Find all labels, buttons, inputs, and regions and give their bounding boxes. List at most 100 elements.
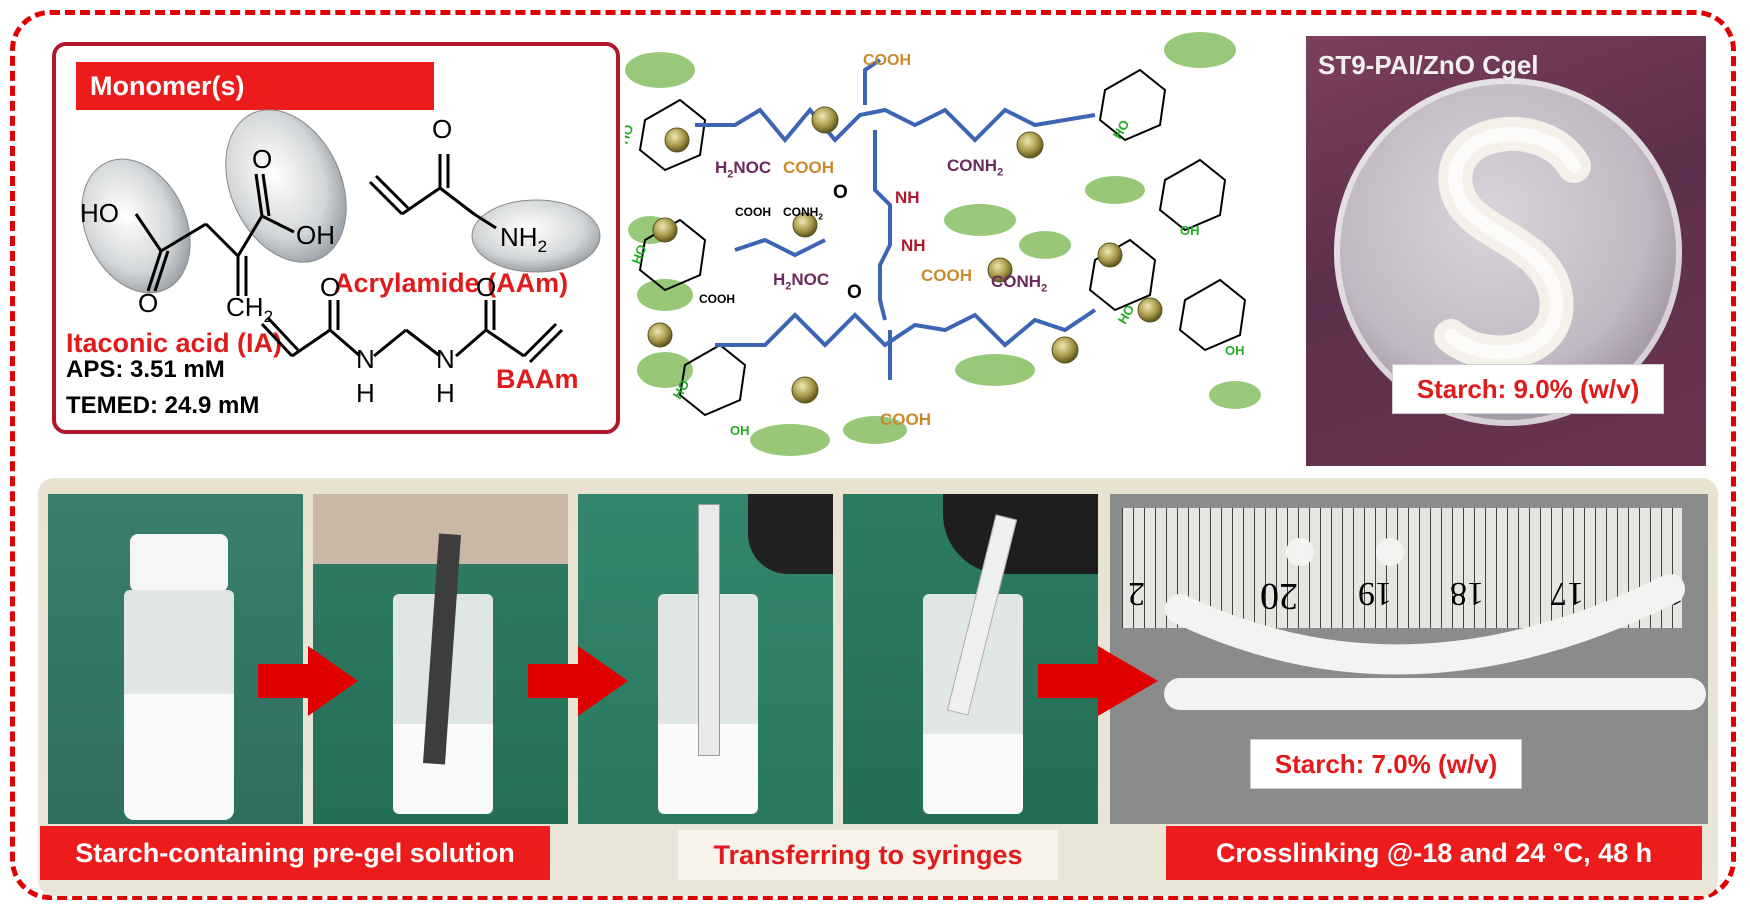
ruler [1122, 508, 1682, 628]
zno-nanoparticle [1051, 336, 1079, 364]
oh-group: OH [1180, 223, 1200, 238]
highlight-ellipse [471, 199, 601, 273]
monomer-box: Monomer(s) HO OH O O CH2 Itaconic acid (… [52, 42, 620, 434]
syringe-photo-1 [313, 494, 568, 824]
starch-blob [1085, 176, 1145, 204]
sample-title: ST9-PAI/ZnO Cgel [1318, 50, 1539, 80]
process-panel: 2 20 19 18 17 16 Starch: 7.0% (w/v) Star… [38, 478, 1718, 896]
zno-nanoparticle [647, 322, 673, 348]
starch-blob [637, 352, 693, 388]
glucose-ring [1098, 68, 1167, 142]
n-label: N [436, 344, 455, 374]
h-label: H [436, 378, 455, 408]
zno-nanoparticle [664, 127, 690, 153]
zno-nanoparticle [1016, 131, 1044, 159]
petri-dish-photo: ST9-PAI/ZnO Cgel Starch: 9.0% (w/v) [1306, 36, 1706, 466]
acrylamide-structure [368, 154, 601, 273]
dashed-frame [10, 10, 1736, 900]
conh2-label: CONH2 [947, 156, 1004, 179]
o-label: O [833, 182, 848, 203]
zno-nanoparticle [1137, 297, 1163, 323]
nh2-label: NH2 [500, 222, 548, 257]
glucose-ring [1178, 278, 1247, 352]
polymer-chain [734, 237, 826, 258]
cooh-label: COOH [783, 158, 834, 177]
starch-blob [750, 424, 830, 456]
o-label: O [320, 272, 341, 302]
o-label: O [847, 282, 862, 303]
highlight-ellipse [225, 109, 347, 263]
glucose-ring [678, 343, 747, 417]
zno-nanoparticle [792, 212, 818, 238]
starch-blob [944, 204, 1016, 236]
network-diagram: HO HO HO OH HO OH HO OH COOH H2NOC COOH … [616, 30, 1280, 470]
starch-7-label: Starch: 7.0% (w/v) [1250, 739, 1522, 789]
conh2-label: CONH2 [783, 205, 823, 222]
n-label: N [356, 344, 375, 374]
syringe-photo-2 [578, 494, 833, 824]
glucose-ring [638, 98, 707, 172]
arrow-icon [1038, 646, 1158, 716]
itaconic-acid-label: Itaconic acid (IA) [66, 328, 283, 358]
pregel-step-label: Starch-containing pre-gel solution [40, 826, 550, 880]
transfer-step-label: Transferring to syringes [678, 830, 1058, 880]
aps-label: APS: 3.51 mM [66, 356, 225, 383]
cooh-label: COOH [880, 410, 931, 429]
highlight-ellipse [81, 158, 191, 294]
itaconic-acid-structure [81, 109, 347, 296]
oh-label: OH [296, 220, 335, 250]
vial-photo [48, 494, 303, 824]
zno-nanoparticle [811, 106, 839, 134]
zno-nanoparticle [1097, 242, 1123, 268]
gel-rods [1164, 538, 1706, 710]
starch-blob [1164, 32, 1236, 68]
conh2-label: CONH2 [991, 272, 1048, 295]
zno-nanoparticle [652, 217, 678, 243]
oh-group: OH [1225, 343, 1245, 358]
o-label: O [432, 114, 453, 144]
starch-9-label: Starch: 9.0% (w/v) [1392, 364, 1664, 414]
polymer-chain [715, 308, 1097, 348]
ruler-photo: 2 20 19 18 17 16 Starch: 7.0% (w/v) [1110, 494, 1708, 824]
arrow-icon [528, 646, 628, 716]
network-drawing: HO HO HO OH HO OH HO OH [616, 32, 1261, 456]
o-label: O [138, 288, 159, 318]
cooh-label: COOH [735, 205, 771, 219]
monomer-header: Monomer(s) [76, 62, 434, 110]
acrylamide-label: Acrylamide (AAm) [334, 268, 569, 298]
zno-nanoparticle [791, 376, 819, 404]
cooh-label: COOH [863, 52, 911, 69]
starch-blob [637, 279, 693, 311]
glucose-ring [638, 218, 707, 292]
oh-group: HO [625, 123, 636, 146]
cooh-label: COOH [699, 292, 735, 306]
oh-group: OH [730, 423, 750, 438]
glucose-ring [1088, 238, 1157, 312]
temed-label: TEMED: 24.9 mM [66, 392, 260, 419]
crosslink-step-label: Crosslinking @-18 and 24 °C, 48 h [1166, 826, 1702, 880]
oh-group: HO [629, 243, 650, 266]
zno-nanoparticle [987, 257, 1013, 283]
ho-label: HO [80, 198, 119, 228]
oh-group: HO [1115, 302, 1138, 326]
o-label: O [476, 272, 497, 302]
baam-label: BAAm [496, 364, 579, 394]
baam-structure [260, 300, 564, 364]
crosslinker [863, 58, 882, 105]
cooh-label: COOH [921, 266, 972, 285]
h-label: H [356, 378, 375, 408]
starch-blob [1019, 231, 1071, 259]
starch-blob [843, 416, 907, 444]
starch-blob [955, 354, 1035, 386]
ch2-label: CH2 [226, 292, 274, 327]
starch-blob [625, 52, 695, 88]
s-shaped-gel [1434, 117, 1591, 370]
nh-label: NH [895, 188, 920, 207]
arrow-icon [258, 646, 358, 716]
polymer-chain [695, 106, 1096, 144]
h2noc-label: H2NOC [715, 158, 772, 181]
h2noc-label: H2NOC [773, 270, 830, 293]
o-label: O [252, 144, 273, 174]
glucose-ring [1158, 158, 1227, 232]
starch-blob [1209, 381, 1261, 409]
